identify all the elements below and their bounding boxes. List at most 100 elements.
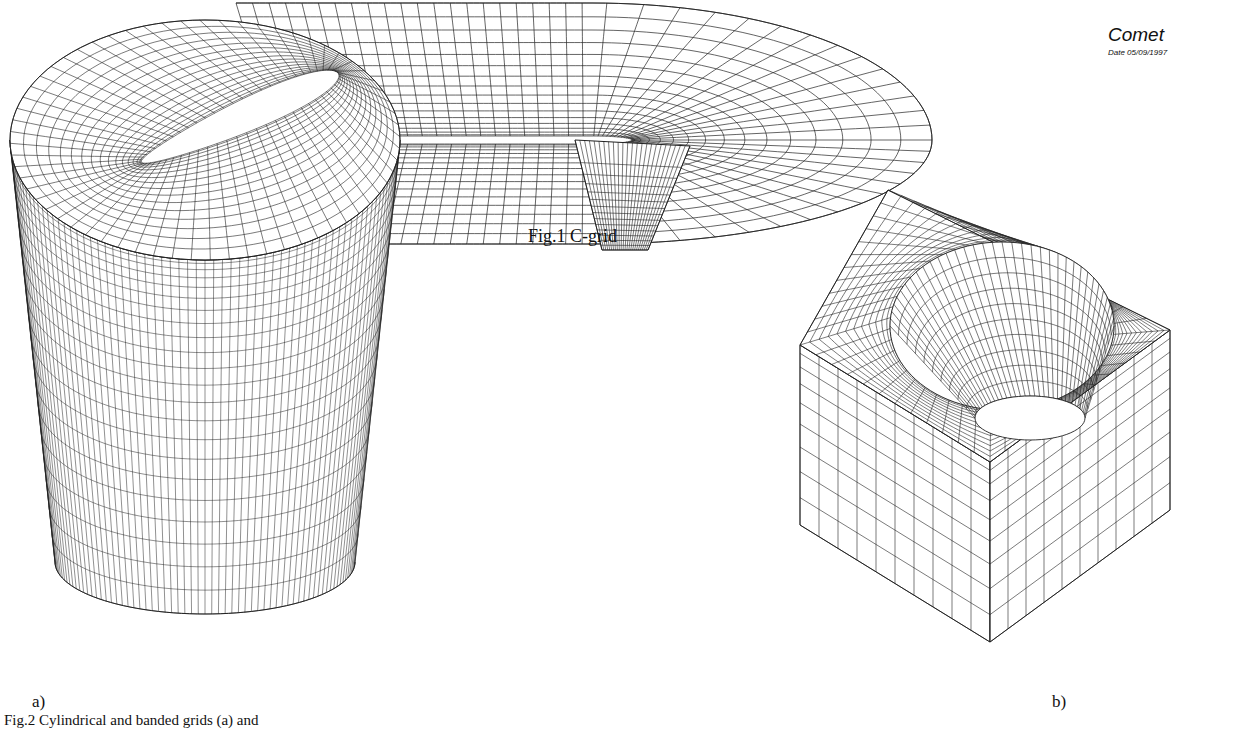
box-top-face [800,190,1170,462]
c-grid-radial [450,3,466,136]
c-grid-radial [516,144,525,244]
o-grid-radial [335,70,364,71]
box-top-radial [881,203,999,242]
hole-outlet [975,396,1085,440]
funnel-line [1040,247,1049,397]
o-grid-radial [327,92,398,161]
cylinder-vertical-line [340,192,381,584]
cylinder-band-line [46,479,364,544]
o-grid-ring [128,68,344,170]
o-grid-radial [17,108,161,145]
box-right-face-line [990,432,1170,564]
o-grid-radial [51,66,189,127]
funnel-line [1062,257,1067,400]
wing-grid-line [593,213,662,215]
funnel-line [905,284,982,407]
o-grid-radial [40,76,181,132]
o-grid-radial [247,133,285,250]
wing-grid-line [591,206,664,208]
c-grid-radial [632,125,930,139]
cylinder-band-line [33,354,377,439]
o-grid-radial [92,42,214,113]
wing-grid-line [588,192,670,195]
wing-grid-line [586,184,674,188]
box-top-radial [879,370,907,394]
software-logo: Date 05/09/1997 [1108,48,1167,57]
box-top-radial [895,379,915,403]
cylindrical-grid-mesh [10,20,400,614]
c-grid-radial [632,140,932,141]
funnel-line [1057,253,1059,399]
funnel-ring [924,304,1102,363]
cylinder-vertical-line [288,240,313,605]
o-grid-radial [293,112,359,214]
cylinder-vertical-line [77,230,107,601]
c-grid-radial [516,3,525,136]
box-top-radial [1111,341,1155,345]
c-grid-radial [598,5,644,136]
o-grid-radial [334,84,400,136]
o-grid-radial [208,147,211,260]
c-grid-radial [566,3,569,136]
o-grid-radial [332,61,352,70]
cylinder-vertical-line [299,234,327,603]
box-top-radial [816,329,890,355]
c-grid-radial [618,35,811,137]
box-top-radial [829,277,911,293]
o-grid-radial [338,78,395,113]
box-top-radial [943,400,950,433]
box-top-radial [1107,352,1140,356]
funnel-line [890,326,975,418]
cylinder-band-line [55,562,355,614]
cylinder-band-line [35,378,374,460]
o-grid-radial [154,155,182,256]
funnel-line [1021,243,1039,396]
c-grid-radial [500,144,510,244]
cylinder-vertical-line [153,256,165,612]
o-grid-radial [217,144,229,260]
wing-grid-line [644,146,680,251]
subfigure-label: b) [1052,692,1066,712]
cylinder-vertical-line [304,230,334,601]
cylinder-vertical-line [212,260,214,614]
funnel-line [946,253,1003,399]
box-top-ring [837,211,1147,440]
banded-grid-mesh [800,190,1170,642]
box-left-face-line [800,472,990,589]
wing-grid-line [631,144,647,250]
cylinder-vertical-line [98,240,123,605]
cylinder-band-line [41,427,370,501]
box-top-ring [854,221,1137,431]
o-grid-radial [143,26,243,99]
cylinder-vertical-line [309,227,340,600]
box-top-radial [1113,330,1170,334]
cylinder-band-line [24,269,386,368]
hole-rim [890,242,1114,410]
funnel-line [1012,242,1035,396]
cylinder-vertical-line [64,223,97,598]
wing-grid-line [583,174,677,178]
box-right-face-line [990,510,1170,642]
cylinder-vertical-line [345,182,387,580]
o-grid-radial [10,143,147,154]
o-grid-radial [292,33,311,73]
cylinder-vertical-line [350,172,393,576]
c-grid-radial [533,3,540,136]
funnel-line [1065,262,1074,401]
box-top-radial [851,254,943,255]
cylinder-band-line [38,402,372,480]
funnel-line [1078,284,1099,407]
funnel-line [1049,250,1053,398]
box-left-face-line [800,498,990,615]
cylinder-vertical-line [205,260,206,614]
subfigure-label: a) [32,692,45,712]
cylinder-vertical-line [38,202,77,589]
c-grid-radial [631,110,924,139]
box-top-radial [800,318,891,345]
funnel-line [992,242,1025,396]
o-grid-radial [315,99,387,182]
box-top-ring [887,240,1116,412]
funnel-line [983,243,1021,396]
box-top-radial [848,350,895,374]
